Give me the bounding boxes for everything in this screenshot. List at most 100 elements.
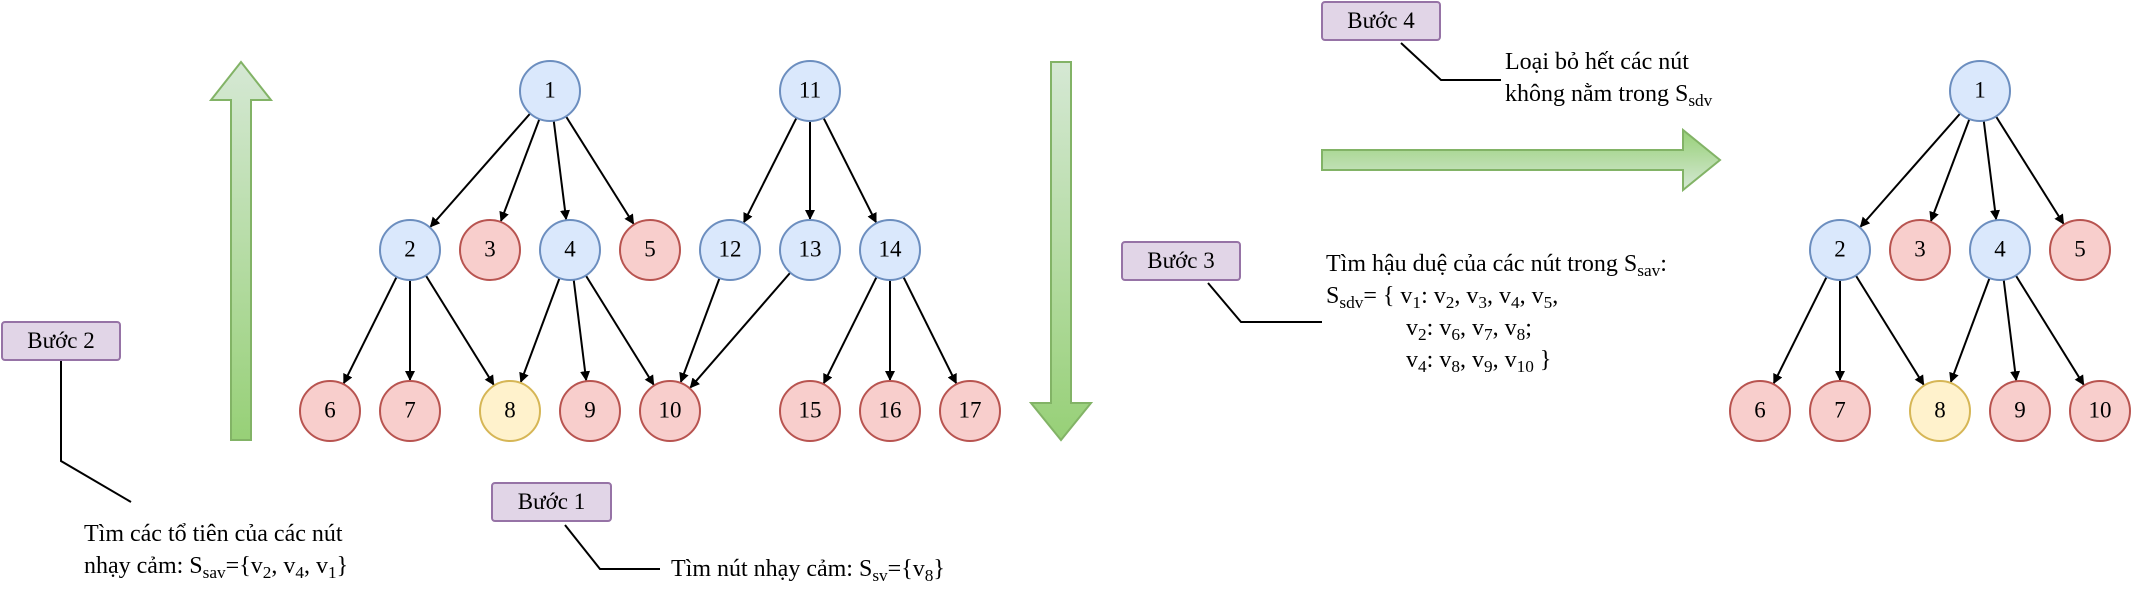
step3-note-end: : xyxy=(1660,251,1667,277)
step4-label: Bước 4 xyxy=(1347,8,1415,33)
left-node-label-2: 2 xyxy=(404,236,416,261)
vertex-index: 2 xyxy=(1418,325,1427,345)
separator: , xyxy=(271,553,284,579)
left-graph-edges xyxy=(342,112,958,389)
left-node-circle-4 xyxy=(539,219,601,281)
left-edge-13-10 xyxy=(689,271,792,389)
right-node-label-3: 3 xyxy=(1914,236,1926,261)
vertex-index: 1 xyxy=(328,563,337,583)
left-node-label-15: 15 xyxy=(799,397,822,422)
right-node-9: 9 xyxy=(1989,380,2051,442)
left-node-circle-7 xyxy=(379,380,441,442)
right-edge-4-10 xyxy=(2014,274,2085,386)
step2-note-sub: sav xyxy=(202,563,226,583)
left-node-label-17: 17 xyxy=(959,397,982,422)
separator: , xyxy=(304,553,316,579)
step4-note-sub: sdv xyxy=(1688,91,1713,111)
left-node-4: 4 xyxy=(539,219,601,281)
left-node-6: 6 xyxy=(299,380,361,442)
step2-note-prefix: nhạy cảm: S xyxy=(84,553,203,579)
separator: , xyxy=(1459,315,1472,341)
set-symbol-sub: sdv xyxy=(1339,293,1364,313)
right-node-label-9: 9 xyxy=(2014,397,2026,422)
step1-callout-line xyxy=(564,524,660,570)
right-edge-2-8 xyxy=(1854,274,1925,386)
vertex-index: 4 xyxy=(1511,293,1520,313)
left-node-10: 10 xyxy=(639,380,701,442)
set-open: ={ xyxy=(225,553,251,579)
right-node-label-4: 4 xyxy=(1994,236,2006,261)
step2-note-line2: nhạy cảm: Ssav={v2, v4, v1} xyxy=(84,550,348,582)
step3-note-set: Ssdv= { v1: v2, v3, v4, v5,v2: v6, v7, v… xyxy=(1326,280,1667,376)
set-symbol: S xyxy=(1326,283,1340,309)
vertex-symbol: v xyxy=(250,553,263,579)
step3-row-4: v4: v8, v9, v10 } xyxy=(1326,344,1667,376)
left-node-circle-14 xyxy=(859,219,921,281)
vertex-symbol: v xyxy=(316,553,328,579)
left-edge-12-10 xyxy=(679,277,721,383)
right-edge-1-4 xyxy=(1982,120,2000,221)
left-node-circle-9 xyxy=(559,380,621,442)
vertex-symbol: v xyxy=(1439,347,1452,373)
right-node-circle-6 xyxy=(1729,380,1791,442)
left-edge-4-8 xyxy=(519,277,561,383)
right-node-label-10: 10 xyxy=(2089,397,2112,422)
vertex-index: 8 xyxy=(1451,357,1460,377)
step1-note: Tìm nút nhạy cảm: Ssv={v8} xyxy=(671,553,945,585)
vertex-symbol: v xyxy=(1471,315,1484,341)
left-edge-1-4 xyxy=(552,120,570,221)
vertex-index: 10 xyxy=(1516,357,1534,377)
right-node-circle-1 xyxy=(1949,60,2011,122)
right-block-arrow xyxy=(1321,127,1722,193)
left-node-8: 8 xyxy=(479,380,541,442)
step4-box: Bước 4 xyxy=(1321,1,1441,41)
step3-row-1: Ssdv= { v1: v2, v3, v4, v5, xyxy=(1326,280,1667,312)
step1-label: Bước 1 xyxy=(517,489,586,514)
step2-note-line1: Tìm các tổ tiên của các nút xyxy=(84,521,343,547)
left-node-15: 15 xyxy=(779,380,841,442)
separator: , xyxy=(1487,283,1500,309)
vertex-symbol: v xyxy=(1406,347,1418,373)
right-node-circle-5 xyxy=(2049,219,2111,281)
step4-note-line1: Loại bỏ hết các nút xyxy=(1505,49,1689,75)
vertex-symbol: v xyxy=(1433,283,1446,309)
left-edge-14-17 xyxy=(902,276,958,385)
vertex-symbol: v xyxy=(1504,347,1517,373)
left-node-circle-12 xyxy=(699,219,761,281)
right-node-circle-8 xyxy=(1909,380,1971,442)
separator: , xyxy=(1459,347,1472,373)
left-edge-11-14 xyxy=(822,117,877,224)
right-node-6: 6 xyxy=(1729,380,1791,442)
down-block-arrow xyxy=(1028,61,1094,442)
left-edge-2-8 xyxy=(424,274,495,386)
left-edge-2-6 xyxy=(342,276,398,385)
left-node-label-10: 10 xyxy=(659,397,682,422)
right-node-label-8: 8 xyxy=(1934,397,1946,422)
vertex-symbol: v xyxy=(1471,347,1484,373)
step4-note-line2: không nằm trong Ssdv xyxy=(1505,78,1712,110)
step1-note-set: ={v xyxy=(887,556,925,582)
right-edge-2-6 xyxy=(1772,276,1828,385)
left-node-label-16: 16 xyxy=(879,397,902,422)
right-node-label-7: 7 xyxy=(1834,397,1846,422)
separator: , xyxy=(1492,347,1505,373)
vertex-index: 2 xyxy=(262,563,272,583)
left-edge-1-2 xyxy=(429,112,531,228)
vertex-symbol: v xyxy=(1406,315,1418,341)
left-node-9: 9 xyxy=(559,380,621,442)
left-edge-11-12 xyxy=(743,117,798,224)
vertex-index: 9 xyxy=(1483,357,1493,377)
set-close: } xyxy=(1533,347,1552,373)
separator: : xyxy=(1421,283,1434,309)
left-node-circle-13 xyxy=(779,219,841,281)
vertex-symbol: v xyxy=(1531,283,1544,309)
left-node-1: 1 xyxy=(519,60,581,122)
left-node-label-13: 13 xyxy=(799,236,822,261)
left-node-7: 7 xyxy=(379,380,441,442)
left-node-circle-6 xyxy=(299,380,361,442)
right-node-10: 10 xyxy=(2069,380,2131,442)
right-node-circle-10 xyxy=(2069,380,2131,442)
left-node-circle-15 xyxy=(779,380,841,442)
